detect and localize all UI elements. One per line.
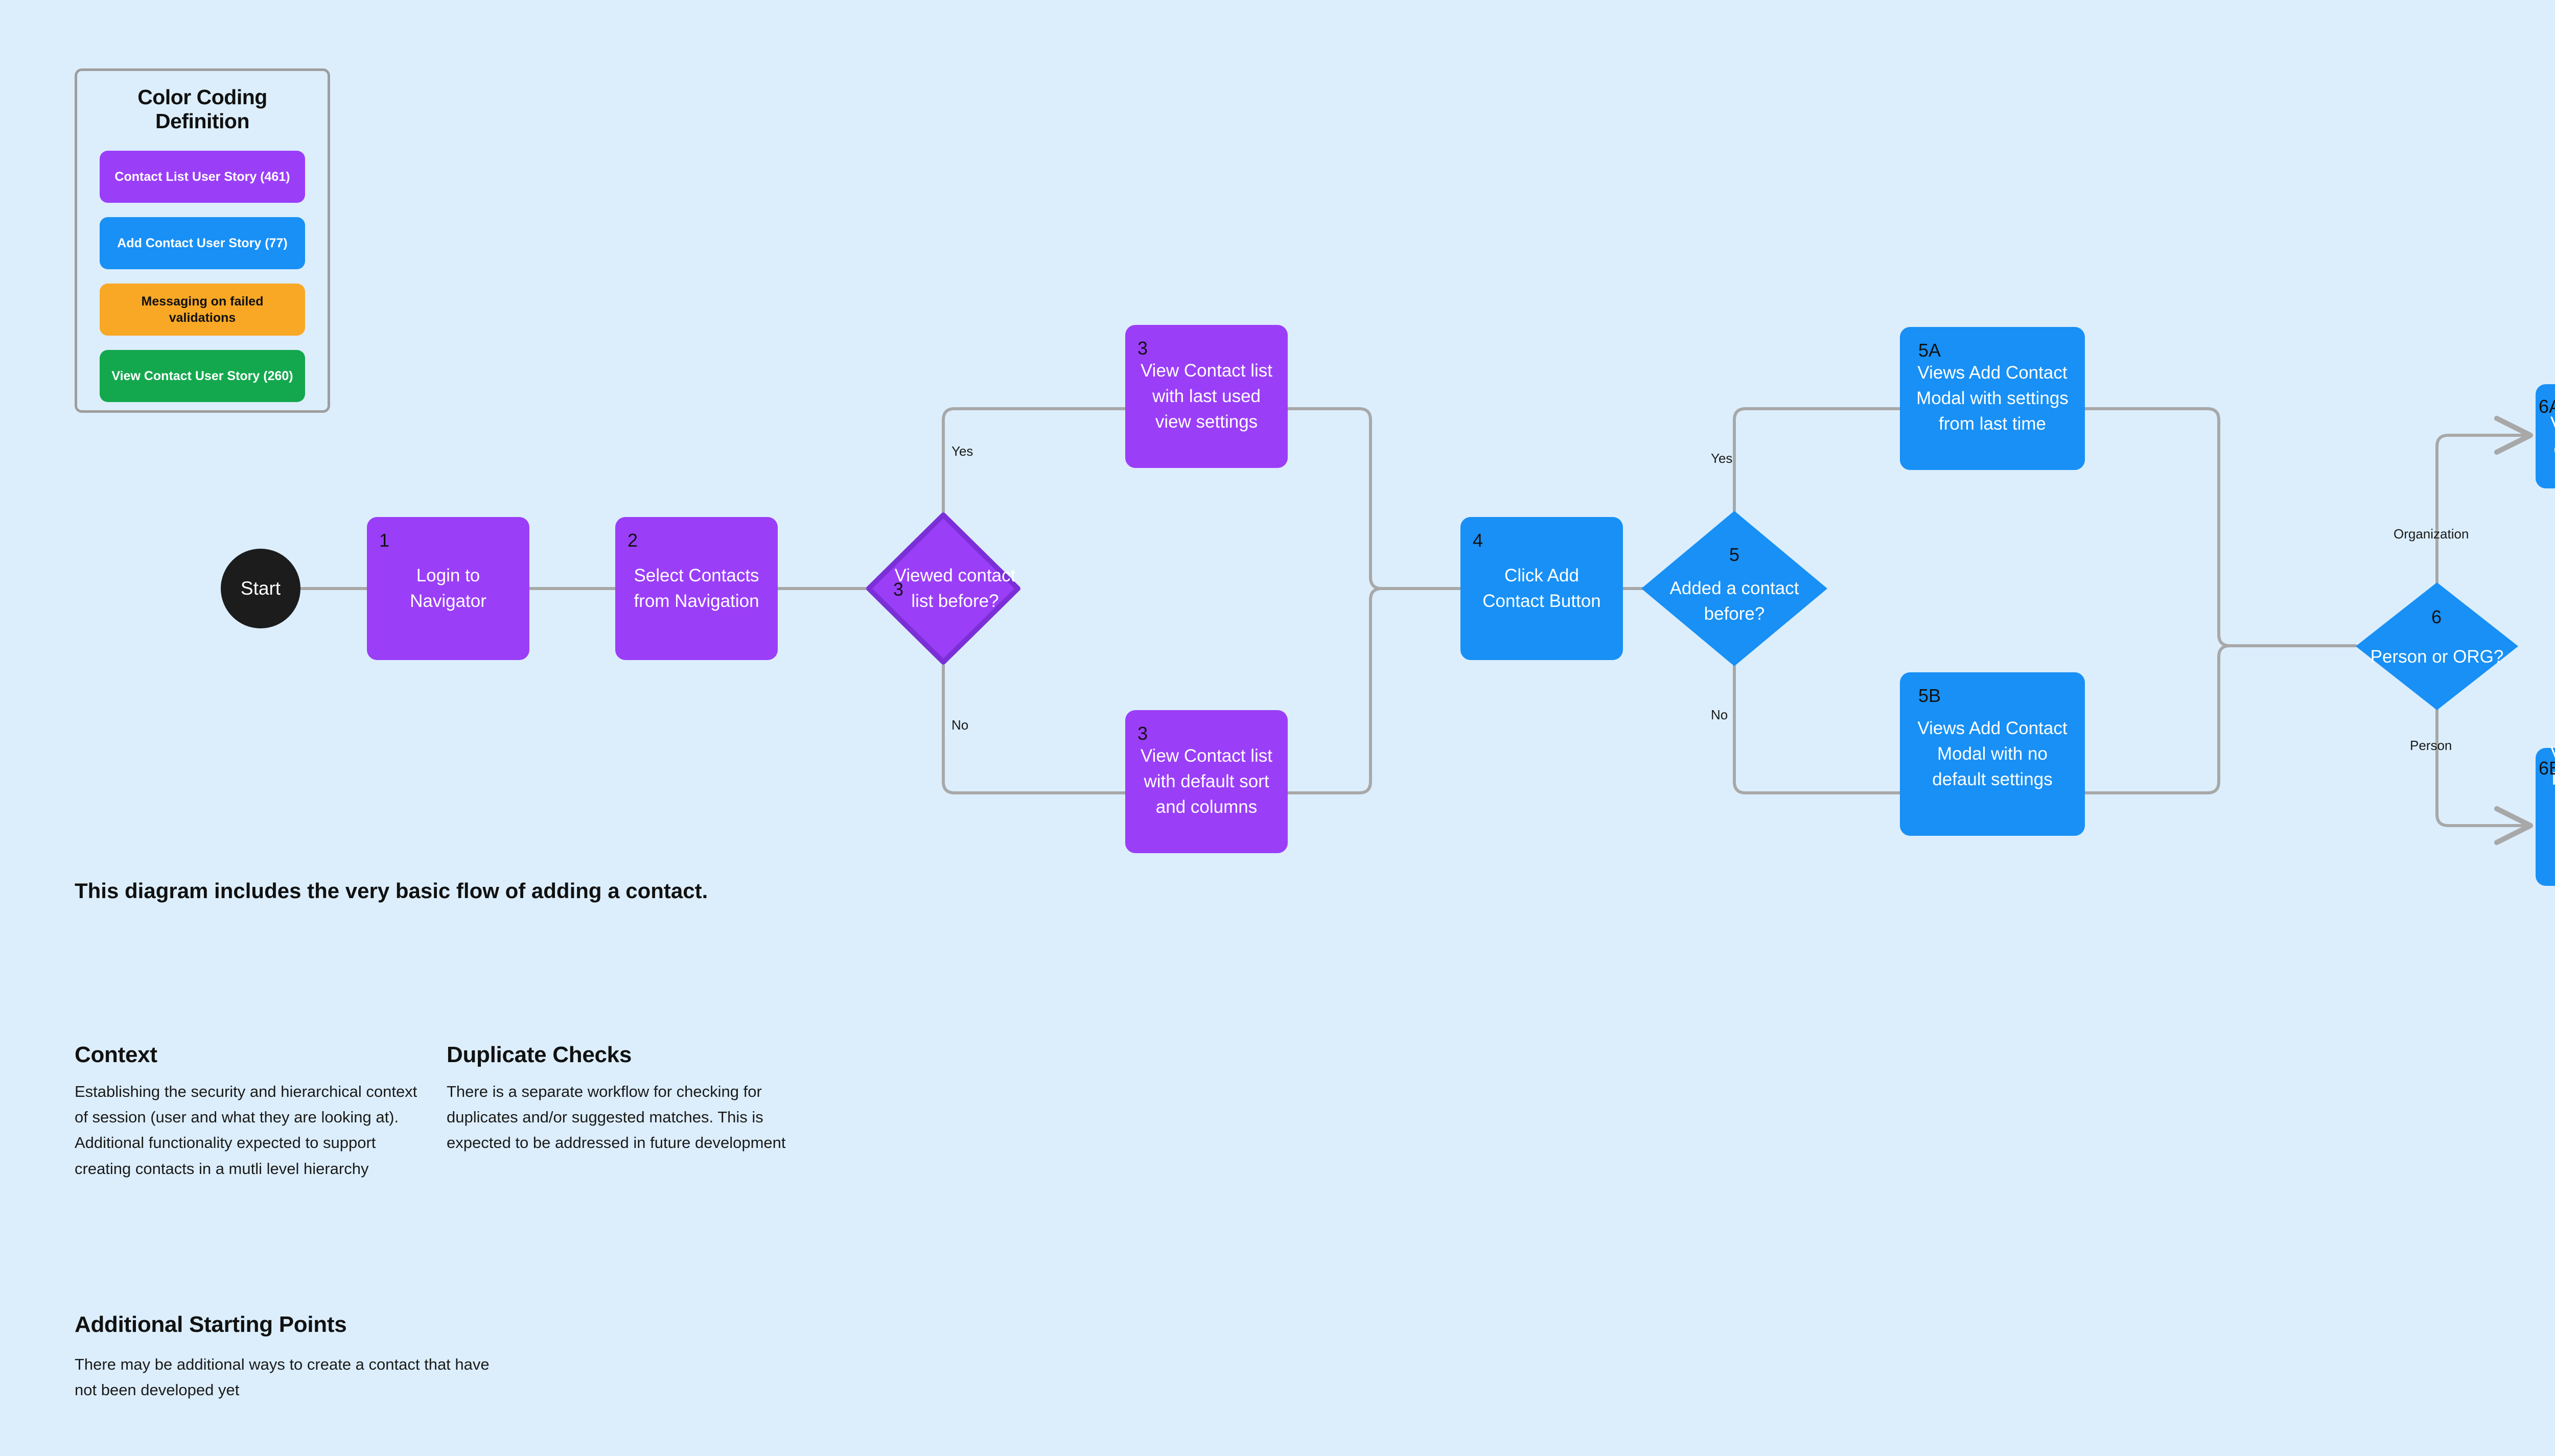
- flow-node-badge: 3: [1137, 338, 1148, 359]
- edge-label-organization-6: Organization: [2394, 526, 2469, 542]
- legend-swatch-label: View Contact User Story (260): [111, 369, 293, 383]
- notes-heading-context: Context: [75, 1042, 157, 1067]
- flow-node-label: Login to Navigator: [410, 566, 486, 611]
- flow-node-add-contact-modal-no-defaults[interactable]: 5B Views Add Contact Modal with no defau…: [1900, 672, 2085, 836]
- edge-5-no-to-5b: [1733, 665, 1901, 794]
- flow-node-view-contact-list-default-sort[interactable]: 3 View Contact list with default sort an…: [1125, 710, 1288, 853]
- notes-body-duplicate-checks: There is a separate workflow for checkin…: [447, 1083, 786, 1152]
- legend-swatch-view-contact-user-story: View Contact User Story (260): [100, 350, 305, 402]
- flow-node-label: View Contact list with default sort and …: [1140, 746, 1273, 817]
- color-coding-legend: Color Coding Definition Contact List Use…: [75, 68, 330, 413]
- edge-3b-to-4: [1286, 587, 1383, 794]
- flow-node-label: Select Contacts from Navigation: [634, 566, 759, 611]
- legend-swatch-messaging-failed-validations: Messaging on failed validations: [100, 284, 305, 336]
- flow-node-viewed-contact-list-before[interactable]: 3 Viewed contact list before?: [866, 512, 1021, 665]
- flow-node-view-contact-list-last-used-settings[interactable]: 3 View Contact list with last used view …: [1125, 325, 1288, 468]
- edge-6-org-to-6a: [2435, 415, 2534, 584]
- edge-label-no-5: No: [1711, 707, 1728, 722]
- flow-node-added-a-contact-before[interactable]: 5 Added a contact before?: [1641, 511, 1827, 666]
- flow-node-select-contacts-from-navigation[interactable]: 2 Select Contacts from Navigation: [615, 517, 778, 660]
- legend-swatch-add-contact-user-story: Add Contact User Story (77): [100, 217, 305, 269]
- notes-body-context: Establishing the security and hierarchic…: [75, 1083, 417, 1178]
- legend-title: Color Coding Definition: [137, 85, 267, 133]
- flow-node-login-to-navigator[interactable]: 1 Login to Navigator: [367, 517, 529, 660]
- flow-node-badge: 1: [379, 530, 390, 551]
- legend-swatch-label: Contact List User Story (461): [114, 170, 290, 184]
- flow-node-badge: 4: [1473, 530, 1483, 551]
- flow-node-label: View modal with First Name Last Name (Co…: [2549, 741, 2555, 893]
- flow-node-start[interactable]: Start: [221, 549, 300, 628]
- diamond-shape: [1641, 511, 1827, 666]
- notes-body-additional-starting-points: There may be additional ways to create a…: [75, 1355, 490, 1399]
- flow-node-label: View modal with company name: [2549, 411, 2555, 461]
- flow-node-badge: 5A: [1918, 340, 1941, 361]
- legend-swatch-label: Messaging on failed validations: [141, 294, 264, 325]
- edge-6-person-to-6b: [2435, 708, 2534, 846]
- notes-heading-additional-starting-points: Additional Starting Points: [75, 1312, 347, 1337]
- flow-node-label: Click Add Contact Button: [1482, 566, 1601, 611]
- edge-label-yes-5: Yes: [1711, 451, 1733, 466]
- flow-node-label: View Contact list with last used view se…: [1140, 361, 1273, 432]
- flow-node-badge: 5: [1729, 544, 1740, 565]
- notes-heading-duplicate-checks: Duplicate Checks: [447, 1042, 632, 1067]
- edge-5b-to-6: [2083, 644, 2232, 794]
- edge-3a-to-4: [1286, 407, 1462, 590]
- flow-node-badge: 3: [893, 579, 904, 600]
- diamond-shape: [2356, 582, 2518, 710]
- flow-node-person-or-org[interactable]: 6 Person or ORG?: [2356, 582, 2518, 710]
- flow-node-view-modal-first-last-name[interactable]: 6B View modal with First Name Last Name …: [2536, 743, 2555, 886]
- flow-node-view-modal-company-name[interactable]: 6A View modal with company name: [2536, 384, 2555, 488]
- edge-label-yes-3: Yes: [951, 443, 973, 459]
- diagram-summary: This diagram includes the very basic flo…: [75, 879, 708, 903]
- flow-node-badge: 6: [2431, 606, 2442, 627]
- flow-node-badge: 2: [628, 530, 638, 551]
- diamond-shape: [866, 512, 1020, 665]
- flow-node-badge: 3: [1137, 723, 1148, 744]
- flow-node-badge: 6A: [2539, 396, 2555, 417]
- edge-5a-to-6: [2083, 407, 2357, 647]
- edge-5-yes-to-5a: [1733, 407, 1901, 512]
- flow-node-label: Views Add Contact Modal with no default …: [1917, 718, 2068, 789]
- edge-3-no-to-3b: [942, 664, 1127, 794]
- flow-node-start-label: Start: [240, 578, 281, 599]
- flow-node-label: Views Add Contact Modal with settings fr…: [1916, 363, 2069, 434]
- edge-label-no-3: No: [951, 717, 969, 733]
- flow-node-badge: 5B: [1918, 685, 1941, 706]
- flow-node-add-contact-modal-with-settings[interactable]: 5A Views Add Contact Modal with settings…: [1900, 327, 2085, 470]
- legend-swatch-contact-list-user-story: Contact List User Story (461): [100, 151, 305, 203]
- flow-node-click-add-contact-button[interactable]: 4 Click Add Contact Button: [1460, 517, 1623, 660]
- legend-swatch-label: Add Contact User Story (77): [117, 236, 288, 250]
- edge-3-yes-to-3a: [942, 407, 1127, 513]
- edge-label-person-6: Person: [2410, 738, 2452, 753]
- flow-node-badge: 6B: [2539, 758, 2555, 779]
